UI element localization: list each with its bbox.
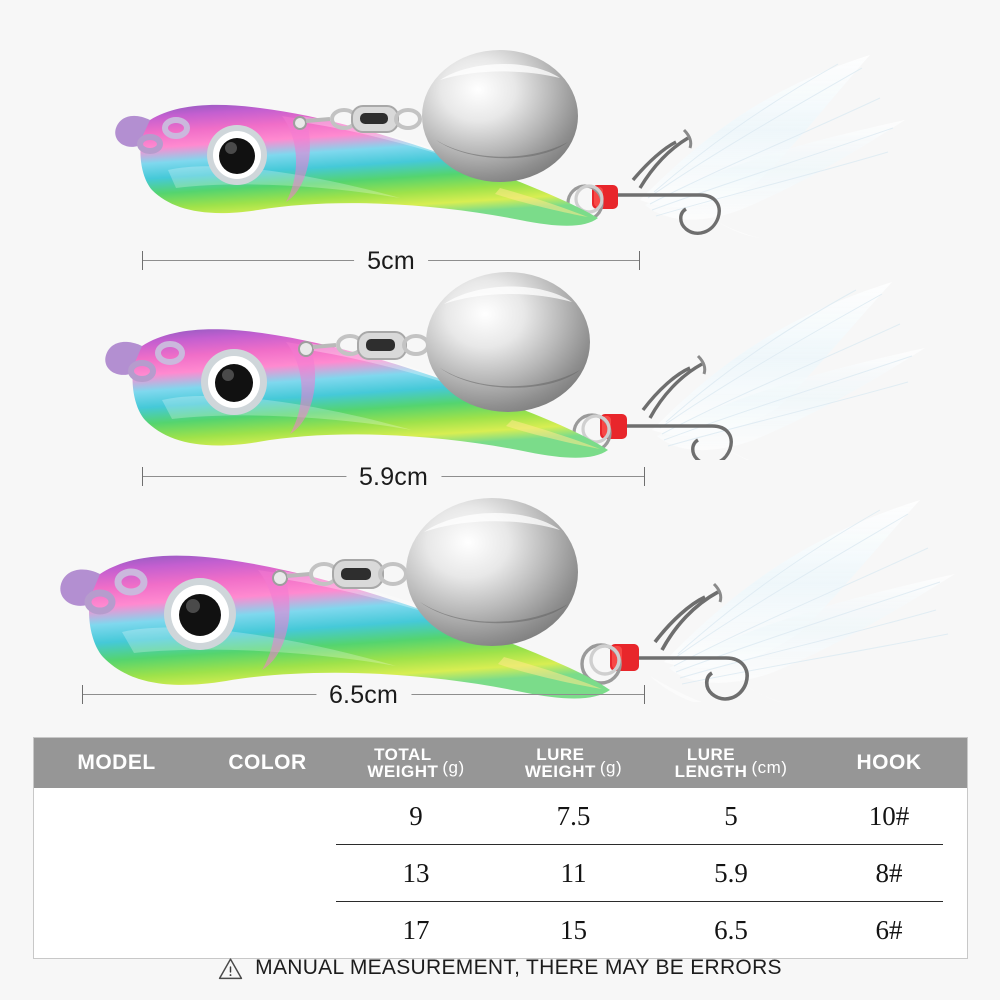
- barrel-swivel: [312, 331, 430, 360]
- column-header-color-label: COLOR: [228, 751, 307, 774]
- lure-illustration-large: [60, 498, 955, 702]
- barrel-swivel: [305, 105, 422, 133]
- specification-table: MODEL COLOR TOTAL WEIGHT (g) LURE: [33, 737, 968, 959]
- line-tie-rings: [60, 568, 148, 615]
- spinner-blade: [406, 498, 578, 646]
- row-separator: [336, 901, 943, 902]
- dimension-cap-right: [639, 251, 640, 270]
- product-variant-3: 6.5cm: [0, 462, 1000, 710]
- dimension-value-3: 6.5cm: [315, 680, 412, 710]
- treble-hook: [632, 590, 749, 701]
- column-header-lure-length: LURE LENGTH (cm): [651, 744, 811, 781]
- line-tie-rings: [105, 341, 185, 382]
- cell-total-weight: 17: [402, 914, 430, 945]
- column-header-lure-weight: LURE WEIGHT (g): [496, 744, 651, 781]
- table-body: 9 7.5 5 10# 13 11 5.9 8# 17 15 6.5: [34, 788, 967, 958]
- feather-dressing: [652, 282, 925, 460]
- lure-illustration-medium: [105, 272, 925, 460]
- spinner-blade: [426, 272, 590, 412]
- column-header-lure-length-unit: (cm): [751, 758, 788, 778]
- cell-lure-weight: 15: [560, 914, 587, 945]
- cell-lure-weight: 7.5: [556, 800, 591, 831]
- column-header-color: COLOR: [199, 751, 336, 775]
- dimension-value-2: 5.9cm: [345, 462, 442, 492]
- column-header-model: MODEL: [34, 751, 199, 775]
- lure-eye: [164, 578, 236, 650]
- column-header-lure-weight-line1: LURE: [536, 744, 585, 764]
- table-row: 9 7.5 5 10#: [34, 788, 967, 844]
- column-header-lure-weight-line2: WEIGHT: [524, 762, 596, 781]
- dimension-cap-left: [142, 467, 143, 486]
- cell-hook: 8#: [875, 857, 903, 888]
- treble-hook: [620, 362, 733, 460]
- dimension-cap-right: [644, 685, 645, 704]
- cell-lure-length: 5.9: [714, 857, 748, 888]
- column-header-total-weight: TOTAL WEIGHT (g): [336, 744, 496, 781]
- lure-eye: [201, 349, 267, 415]
- dimension-line-1: 5cm: [142, 246, 640, 276]
- column-header-lure-weight-unit: (g): [599, 758, 623, 778]
- cell-total-weight: 13: [402, 857, 430, 888]
- table-row: 17 15 6.5 6#: [34, 902, 967, 958]
- split-ring: [580, 643, 622, 685]
- barrel-swivel: [286, 559, 408, 589]
- lure-eye: [207, 125, 267, 185]
- dimension-line-3: 6.5cm: [82, 680, 645, 710]
- column-header-total-weight-line1: TOTAL: [374, 744, 432, 764]
- line-tie-rings: [115, 115, 190, 154]
- product-variant-2: 5.9cm: [0, 240, 1000, 492]
- column-header-total-weight-line2: WEIGHT: [367, 762, 439, 781]
- column-header-hook-label: HOOK: [856, 751, 922, 774]
- column-header-lure-length-line2: LENGTH: [674, 762, 748, 781]
- warning-triangle-icon: [218, 957, 243, 979]
- column-header-total-weight-unit: (g): [442, 758, 465, 778]
- cell-lure-weight: 11: [560, 857, 587, 888]
- measurement-disclaimer: MANUAL MEASUREMENT, THERE MAY BE ERRORS: [0, 956, 1000, 980]
- disclaimer-text: MANUAL MEASUREMENT, THERE MAY BE ERRORS: [255, 956, 782, 979]
- treble-hook: [612, 136, 721, 235]
- cell-lure-length: 6.5: [714, 914, 748, 945]
- table-row: 13 11 5.9 8#: [34, 845, 967, 901]
- dimension-value-1: 5cm: [354, 246, 428, 276]
- dimension-cap-left: [82, 685, 83, 704]
- cell-hook: 6#: [875, 914, 903, 945]
- spinner-blade: [422, 50, 578, 182]
- dimension-cap-right: [644, 467, 645, 486]
- cell-lure-length: 5: [724, 800, 738, 831]
- cell-hook: 10#: [868, 800, 910, 831]
- product-variant-1: 5cm: [0, 20, 1000, 276]
- lure-illustration-small: [115, 50, 905, 238]
- feather-dressing: [640, 55, 905, 238]
- dimension-cap-left: [142, 251, 143, 270]
- table-header-row: MODEL COLOR TOTAL WEIGHT (g) LURE: [34, 738, 967, 788]
- row-separator: [336, 844, 943, 845]
- feather-dressing: [650, 500, 955, 702]
- column-header-hook: HOOK: [811, 751, 967, 775]
- dimension-line-2: 5.9cm: [142, 462, 645, 492]
- column-header-model-label: MODEL: [77, 751, 156, 774]
- cell-total-weight: 9: [409, 800, 423, 831]
- column-header-lure-length-line1: LURE: [686, 744, 736, 764]
